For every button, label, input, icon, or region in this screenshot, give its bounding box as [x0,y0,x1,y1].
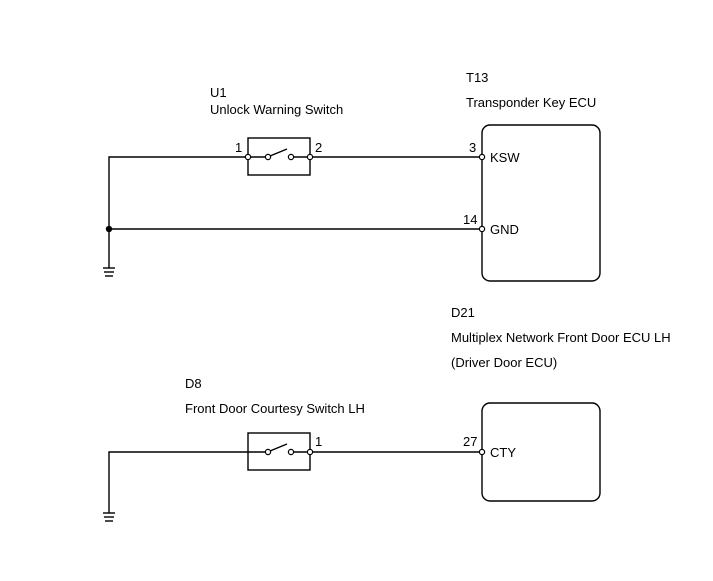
u1-name: Unlock Warning Switch [210,102,343,117]
t13-ksw-label: KSW [490,150,520,165]
d21-id: D21 [451,305,475,320]
wire-d8-to-ground [108,451,248,513]
d8-name: Front Door Courtesy Switch LH [185,401,365,416]
d8-pin1-label: 1 [315,434,322,449]
d21-cty-pin-number: 27 [463,434,477,449]
u1-pin2-terminal [306,153,314,161]
junction-dot [105,225,113,233]
transponder-key-ecu-box [481,124,601,282]
t13-gnd-pin-number: 14 [463,212,477,227]
upper-circuit: U1 Unlock Warning Switch 1 2 T13 Transpo… [103,70,601,282]
wire-u1-pin1-to-ground [108,156,248,268]
t13-name: Transponder Key ECU [466,95,596,110]
d8-contact-left [264,448,272,456]
t13-ksw-terminal [478,153,486,161]
ground-symbol-lower [103,512,115,522]
d8-pin1-terminal [306,448,314,456]
u1-pin1-label: 1 [235,140,242,155]
unlock-warning-switch [244,137,314,176]
u1-contact-right [287,153,295,161]
d8-contact-right [287,448,295,456]
t13-gnd-terminal [478,225,486,233]
d21-cty-terminal [478,448,486,456]
u1-pin1-terminal [244,153,252,161]
lower-circuit: D8 Front Door Courtesy Switch LH 1 D21 M… [103,305,671,522]
u1-pin2-label: 2 [315,140,322,155]
d8-id: D8 [185,376,202,391]
t13-gnd-label: GND [490,222,519,237]
d21-cty-label: CTY [490,445,516,460]
u1-contact-left [264,153,272,161]
front-door-courtesy-switch [247,432,314,471]
t13-ksw-pin-number: 3 [469,140,476,155]
u1-id: U1 [210,85,227,100]
ground-symbol-upper [103,267,115,277]
d21-subtitle: (Driver Door ECU) [451,355,557,370]
d21-name: Multiplex Network Front Door ECU LH [451,330,671,345]
t13-id: T13 [466,70,488,85]
